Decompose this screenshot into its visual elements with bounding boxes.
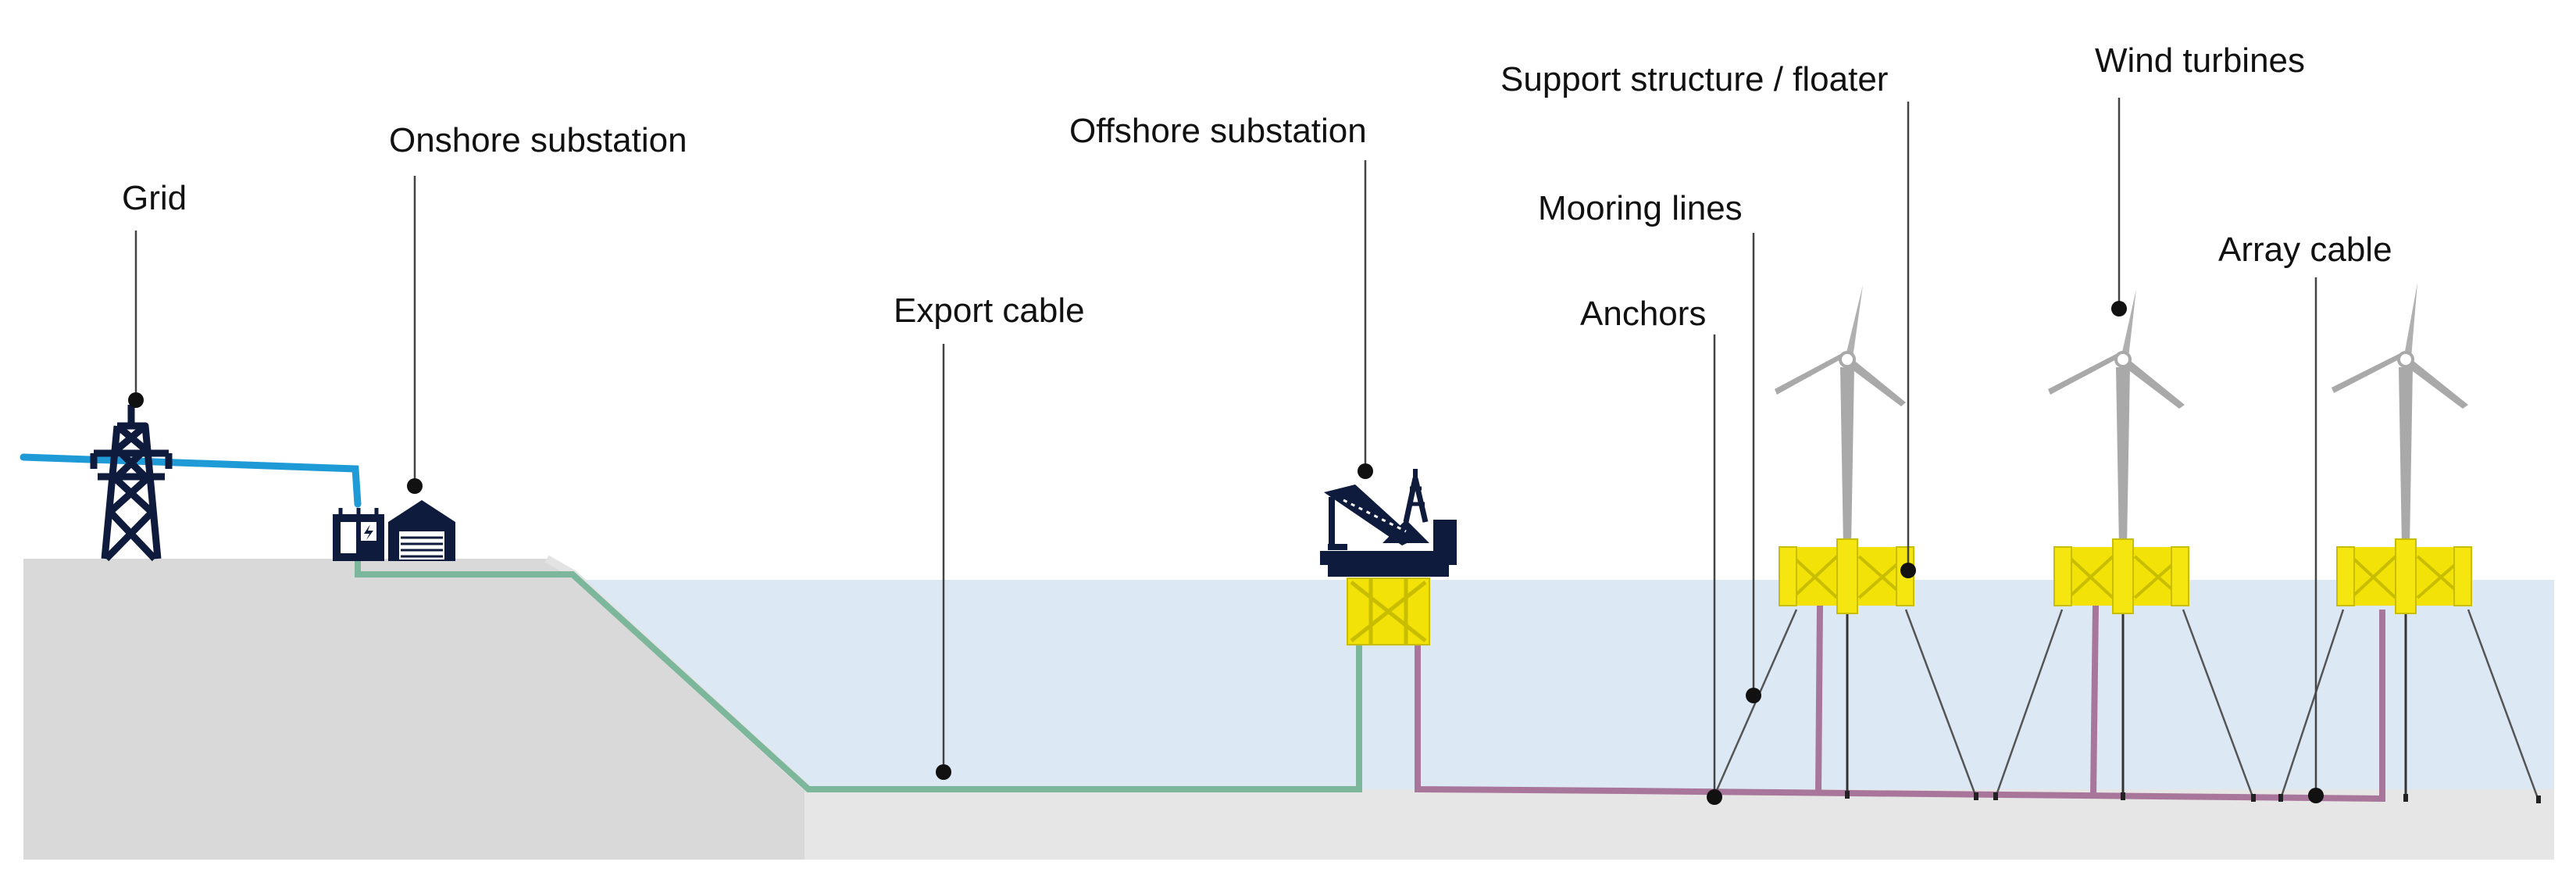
grid-line	[20, 453, 362, 508]
semi-submersible-floater-icon	[2336, 538, 2472, 614]
offshore-substation-dot	[1358, 463, 1373, 479]
tethers	[1846, 610, 2407, 799]
array-cable-feeder-1	[1815, 605, 1823, 794]
mooring-lines-dot	[1746, 688, 1761, 703]
offshore-substation-label: Offshore substation	[1069, 112, 1367, 150]
wind-turbine-icon	[1775, 285, 1906, 547]
array-cable-feeder-2	[2090, 605, 2099, 796]
substation-building-icon	[333, 500, 455, 561]
anchors-dot	[1707, 789, 1722, 805]
support-structure-label: Support structure / floater	[1500, 60, 1889, 98]
land	[23, 559, 2554, 860]
wind-turbine-icon	[2332, 283, 2468, 547]
grid-dot	[128, 392, 144, 408]
array-cable-dot	[2308, 788, 2324, 803]
export-cable-dot	[936, 764, 951, 780]
onshore-substation-dot	[407, 478, 423, 494]
export-cable	[355, 561, 1362, 792]
wind-turbine-icon	[2048, 289, 2185, 547]
support-structure-dot	[1900, 563, 1916, 578]
seafloor	[805, 789, 2554, 860]
grid-label: Grid	[122, 179, 187, 217]
mooring-lines-label: Mooring lines	[1538, 189, 1743, 227]
export-cable-label: Export cable	[894, 291, 1085, 330]
leader-lines	[134, 98, 2317, 797]
wind-turbines-dot	[2111, 301, 2127, 316]
semi-submersible-floater-icon	[1779, 538, 1914, 614]
offshore-platform-icon	[1320, 469, 1457, 645]
mooring-lines	[1713, 609, 2540, 801]
transmission-tower-icon	[90, 405, 173, 562]
anchors-label: Anchors	[1580, 295, 1707, 333]
wind-turbines-label: Wind turbines	[2095, 41, 2306, 80]
array-cable	[1415, 610, 2385, 803]
leader-dots	[128, 301, 2324, 805]
onshore-substation-label: Onshore substation	[389, 121, 687, 159]
semi-submersible-floater-icon	[2053, 538, 2189, 614]
sea	[547, 580, 2554, 799]
array-cable-label: Array cable	[2218, 231, 2392, 269]
